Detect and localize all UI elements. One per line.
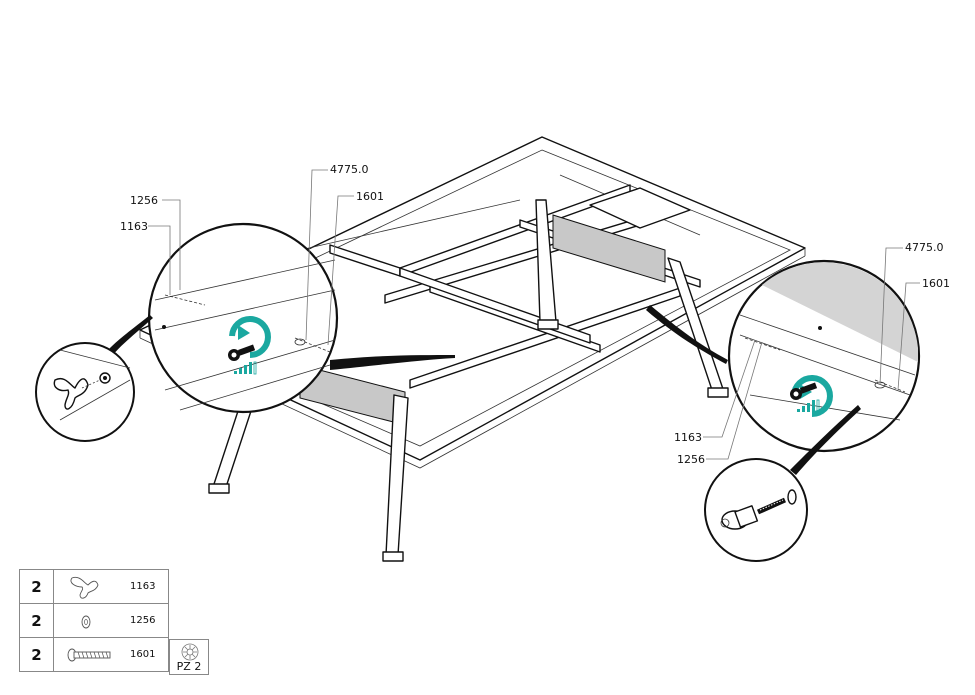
callout-4775-left: 4775.0 — [330, 163, 369, 176]
callout-1601-right: 1601 — [922, 277, 950, 290]
callout-1163-left: 1163 — [120, 220, 148, 233]
callout-1256-left: 1256 — [130, 194, 158, 207]
screw-detail — [704, 405, 861, 562]
part-code: 1163 — [130, 581, 156, 592]
callout-1163-right: 1163 — [674, 431, 702, 444]
right-detail-magnifier — [646, 259, 921, 453]
pozidriv-bit-icon — [181, 643, 199, 661]
frame-rails — [299, 184, 701, 426]
parts-row: 2 1601 — [19, 637, 169, 672]
washer-icon — [81, 615, 91, 629]
tool-box: PZ 2 — [169, 639, 209, 675]
wing-nut-icon — [70, 576, 99, 599]
callout-1256-right: 1256 — [677, 453, 705, 466]
wing-nut-detail — [35, 315, 153, 442]
part-code: 1256 — [130, 615, 156, 626]
part-quantity: 2 — [20, 570, 54, 603]
tool-label: PZ 2 — [176, 660, 202, 673]
callout-labels: 1256 1163 4775.0 1601 4775.0 1601 1163 1… — [120, 163, 950, 466]
callout-4775-right: 4775.0 — [905, 241, 944, 254]
table-legs — [208, 199, 729, 562]
parts-row: 2 1256 — [19, 603, 169, 638]
part-quantity: 2 — [20, 604, 54, 637]
torque-wrench-icon — [228, 316, 271, 375]
part-quantity: 2 — [20, 638, 54, 671]
callout-1601-left: 1601 — [356, 190, 384, 203]
torque-wrench-icon — [790, 375, 833, 417]
parts-row: 2 1163 — [19, 569, 169, 604]
screw-icon — [67, 648, 111, 662]
leader-lines — [148, 169, 920, 460]
part-code: 1601 — [130, 649, 156, 660]
